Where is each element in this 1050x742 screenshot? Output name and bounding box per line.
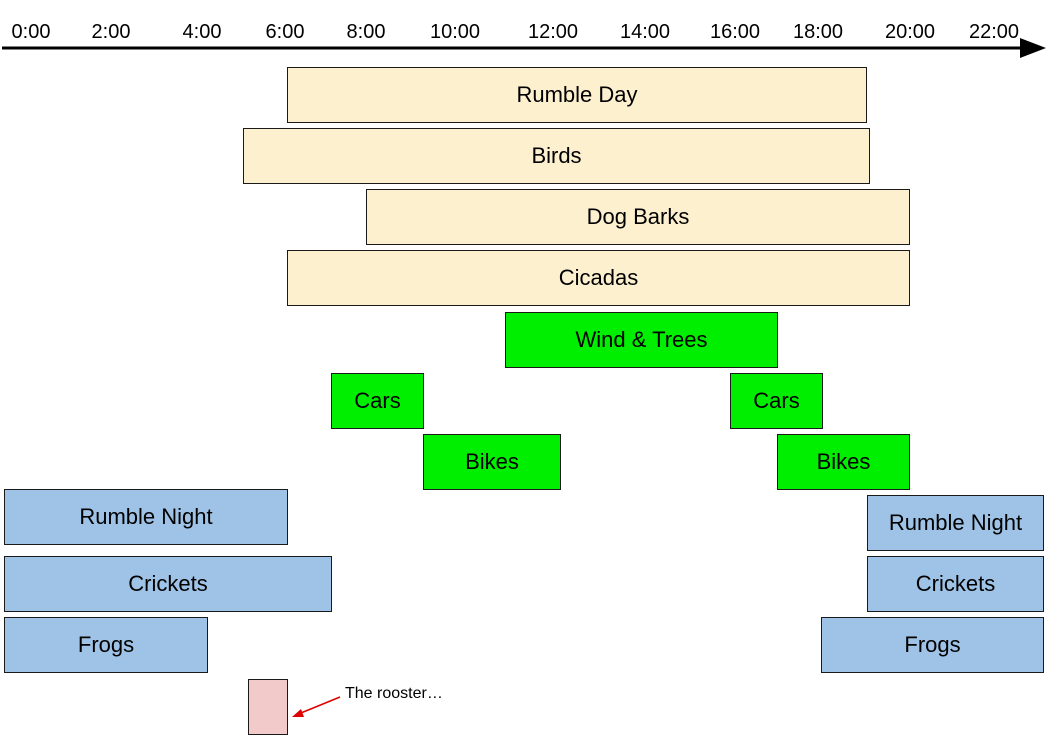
tick-label: 2:00 [91,21,131,43]
rooster-annotation-label: The rooster… [345,685,443,702]
sound-box-rumble-day: Rumble Day [287,67,867,123]
tick-label: 4:00 [182,21,222,43]
sound-box-frogs-morning: Frogs [4,617,208,673]
sound-box-crickets-morning: Crickets [4,556,332,612]
tick-label: 12:00 [527,21,579,43]
sound-box-dog-barks: Dog Barks [366,189,910,245]
sound-box-cars-morning: Cars [331,373,424,429]
sound-box-rumble-night-evening: Rumble Night [867,495,1044,551]
sound-box-cars-evening: Cars [730,373,823,429]
sound-box-bikes-morning: Bikes [423,434,561,490]
sound-box-rumble-night-morning: Rumble Night [4,489,288,545]
sound-box-bikes-evening: Bikes [777,434,910,490]
tick-label: 8:00 [346,21,386,43]
rooster-annotation-arrowhead [292,709,304,717]
sound-box-frogs-evening: Frogs [821,617,1044,673]
tick-label: 18:00 [792,21,844,43]
tick-label: 6:00 [265,21,305,43]
sound-box-wind-trees: Wind & Trees [505,312,778,368]
rooster-box [248,679,288,735]
tick-label: 20:00 [884,21,936,43]
sound-box-birds: Birds [243,128,870,184]
tick-label: 0:00 [11,21,51,43]
tick-label: 14:00 [619,21,671,43]
sound-box-crickets-evening: Crickets [867,556,1044,612]
tick-label: 10:00 [429,21,481,43]
timeline-axis-arrowhead [1020,38,1046,58]
tick-label: 16:00 [709,21,761,43]
tick-label: 22:00 [968,21,1020,43]
rooster-annotation-arrow [295,696,341,716]
sound-box-cicadas: Cicadas [287,250,910,306]
